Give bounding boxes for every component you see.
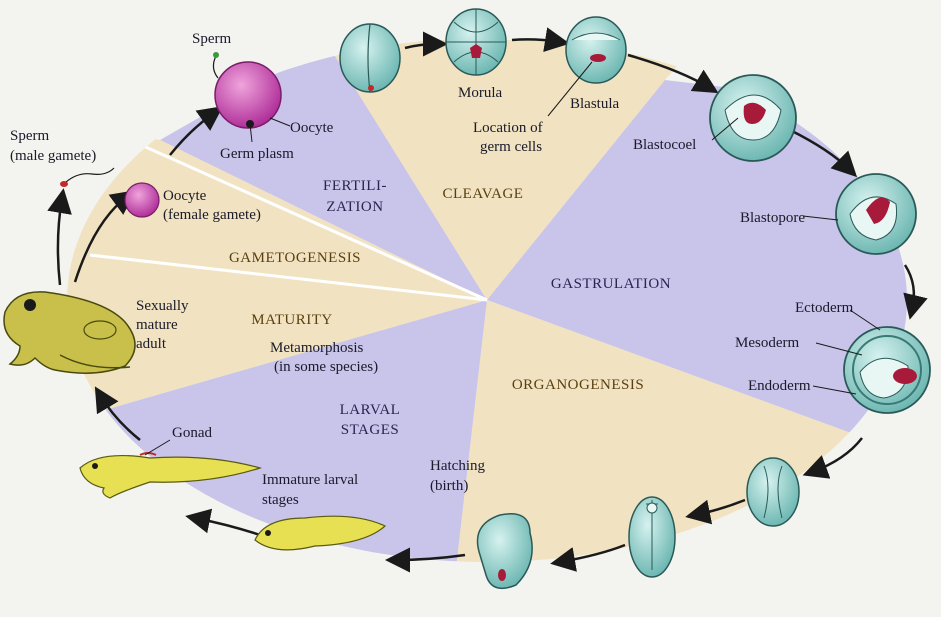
sector-cleavage bbox=[325, 40, 700, 300]
label-adult-2: mature bbox=[136, 317, 178, 333]
label-immature-2: stages bbox=[262, 492, 299, 508]
label-hatching: Hatching bbox=[430, 458, 485, 474]
label-germ-cells: Location of bbox=[473, 120, 543, 136]
stage-label-cleavage: CLEAVAGE bbox=[443, 186, 524, 202]
label-adult-3: adult bbox=[136, 336, 167, 352]
sperm-entering bbox=[212, 55, 219, 79]
divider-line bbox=[129, 138, 488, 302]
divider-line bbox=[89, 253, 488, 302]
sector-maturity bbox=[67, 250, 487, 440]
stage-label-larval: LARVAL bbox=[340, 402, 401, 418]
oocyte-fertilized bbox=[214, 61, 282, 129]
label-endoderm: Endoderm bbox=[748, 378, 811, 394]
label-oocyte-top: Oocyte bbox=[290, 120, 334, 136]
label-metamorphosis-2: (in some species) bbox=[274, 359, 378, 375]
stage-label-maturity: MATURITY bbox=[251, 312, 333, 328]
sperm-male-head bbox=[60, 181, 68, 187]
label-immature: Immature larval bbox=[262, 472, 358, 488]
label-hatching-2: (birth) bbox=[430, 478, 468, 494]
label-blastocoel: Blastocoel bbox=[633, 137, 696, 153]
stage-label-organogenesis: ORGANOGENESIS bbox=[512, 377, 644, 393]
gastrulation-embryos bbox=[709, 74, 931, 414]
sperm-head bbox=[213, 52, 219, 58]
label-oocyte-female-2: (female gamete) bbox=[163, 207, 261, 223]
label-sperm-male: Sperm bbox=[10, 128, 49, 144]
tadpoles bbox=[79, 452, 387, 551]
label-germ-plasm: Germ plasm bbox=[220, 146, 294, 162]
stage-label-larval-2: STAGES bbox=[341, 422, 399, 438]
stage-label-fertilization-2: ZATION bbox=[326, 199, 383, 215]
stage-label-fertilization: FERTILI- bbox=[323, 178, 387, 194]
label-oocyte-female: Oocyte bbox=[163, 188, 207, 204]
label-blastula: Blastula bbox=[570, 96, 620, 112]
label-sperm-top: Sperm bbox=[192, 31, 231, 47]
cleavage-embryos bbox=[339, 8, 627, 93]
label-adult: Sexually bbox=[136, 298, 189, 314]
organogenesis-embryos bbox=[476, 457, 800, 590]
label-gonad: Gonad bbox=[172, 425, 212, 441]
label-ectoderm: Ectoderm bbox=[795, 300, 854, 316]
label-morula: Morula bbox=[458, 85, 503, 101]
label-blastopore: Blastopore bbox=[740, 210, 805, 226]
pointer-lines bbox=[144, 61, 881, 456]
frog-adult bbox=[3, 291, 136, 374]
label-metamorphosis: Metamorphosis bbox=[270, 340, 363, 356]
cycle-arrows bbox=[47, 27, 928, 573]
label-sperm-male-2: (male gamete) bbox=[10, 148, 96, 164]
stage-label-gametogenesis: GAMETOGENESIS bbox=[229, 250, 361, 266]
label-mesoderm: Mesoderm bbox=[735, 335, 799, 351]
stage-label-gastrulation: GASTRULATION bbox=[551, 276, 671, 292]
oocyte-female-gamete bbox=[124, 182, 160, 218]
label-germ-cells-2: germ cells bbox=[480, 139, 542, 155]
sperm-male-gamete bbox=[65, 167, 115, 183]
